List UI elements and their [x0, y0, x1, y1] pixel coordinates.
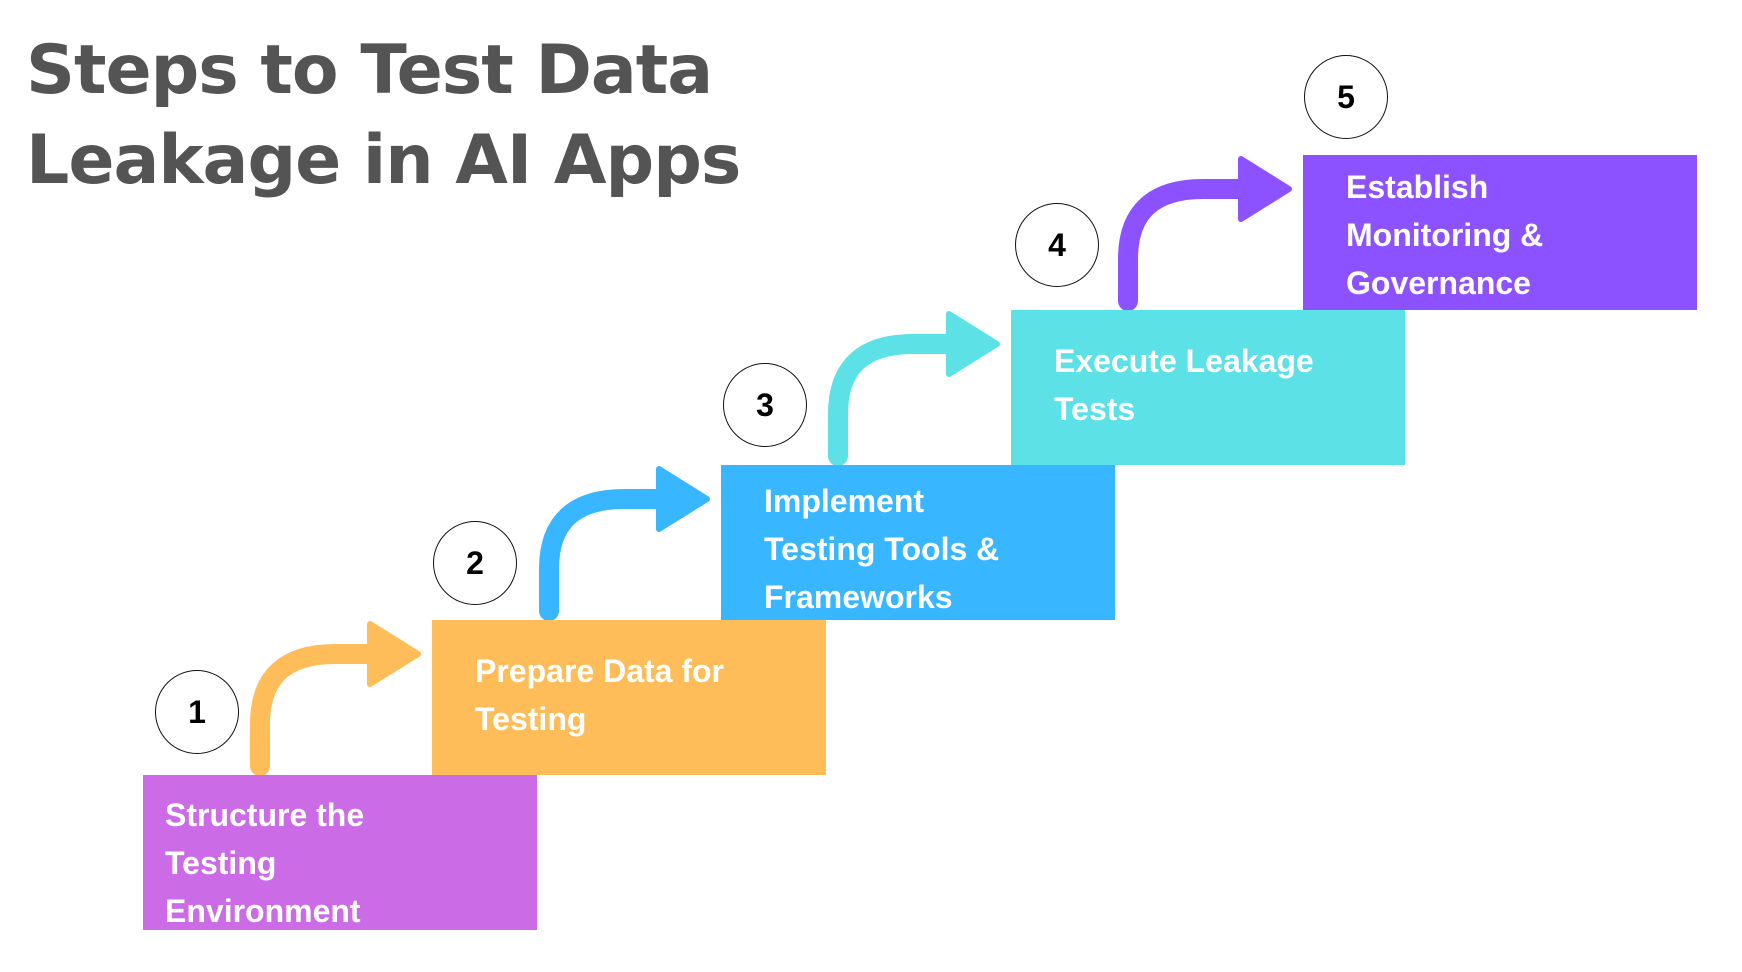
arrow-2-to-3 — [539, 466, 710, 621]
step-4-line-1: Execute Leakage — [1054, 343, 1314, 379]
step-1-line-2: Testing — [165, 845, 277, 881]
arrow-head-icon — [656, 466, 710, 532]
step-4-box: Execute Leakage Tests — [1011, 310, 1405, 465]
step-3-number: 3 — [756, 386, 774, 423]
arrow-shaft — [539, 489, 673, 621]
step-2-box: Prepare Data for Testing — [432, 620, 826, 775]
step-1-text: Structure the Testing Environment — [165, 791, 364, 935]
step-2-line-1: Prepare Data for — [475, 653, 724, 689]
step-1-box: Structure the Testing Environment — [143, 775, 537, 930]
step-1-line-1: Structure the — [165, 797, 365, 833]
step-3-line-1: Implement — [764, 483, 925, 519]
step-5-number: 5 — [1337, 78, 1355, 115]
step-4-number-badge: 4 — [1015, 203, 1099, 287]
step-5-text: Establish Monitoring & Governance — [1346, 163, 1543, 307]
step-1-number-badge: 1 — [155, 670, 239, 754]
step-3-line-2: Testing Tools & — [764, 531, 1000, 567]
arrow-head-icon — [946, 311, 1000, 377]
title-line-2: Leakage in AI Apps — [26, 121, 741, 200]
step-2-number: 2 — [466, 544, 484, 581]
step-4-line-2: Tests — [1054, 391, 1136, 427]
arrow-1-to-2 — [250, 621, 421, 776]
step-5-line-1: Establish — [1346, 169, 1489, 205]
step-3-text: Implement Testing Tools & Frameworks — [764, 477, 999, 621]
step-5-line-3: Governance — [1346, 265, 1531, 301]
step-5-box: Establish Monitoring & Governance — [1303, 155, 1697, 310]
page-title: Steps to Test Data Leakage in AI Apps — [26, 26, 741, 206]
arrow-shaft — [1118, 179, 1255, 311]
step-1-line-3: Environment — [165, 893, 361, 929]
step-5-number-badge: 5 — [1304, 55, 1388, 139]
arrow-head-icon — [367, 621, 421, 687]
step-4-number: 4 — [1048, 226, 1066, 263]
step-3-number-badge: 3 — [723, 363, 807, 447]
arrow-shaft — [828, 334, 963, 466]
step-4-text: Execute Leakage Tests — [1054, 337, 1314, 433]
arrow-head-icon — [1238, 156, 1292, 222]
step-1-number: 1 — [188, 693, 206, 730]
arrow-4-to-5 — [1118, 156, 1292, 311]
title-line-1: Steps to Test Data — [26, 31, 713, 110]
step-2-line-2: Testing — [475, 701, 587, 737]
arrow-shaft — [250, 644, 384, 776]
step-5-line-2: Monitoring & — [1346, 217, 1544, 253]
step-3-box: Implement Testing Tools & Frameworks — [721, 465, 1115, 620]
arrow-3-to-4 — [828, 311, 1000, 466]
step-3-line-3: Frameworks — [764, 579, 953, 615]
step-2-text: Prepare Data for Testing — [475, 647, 724, 743]
step-2-number-badge: 2 — [433, 521, 517, 605]
